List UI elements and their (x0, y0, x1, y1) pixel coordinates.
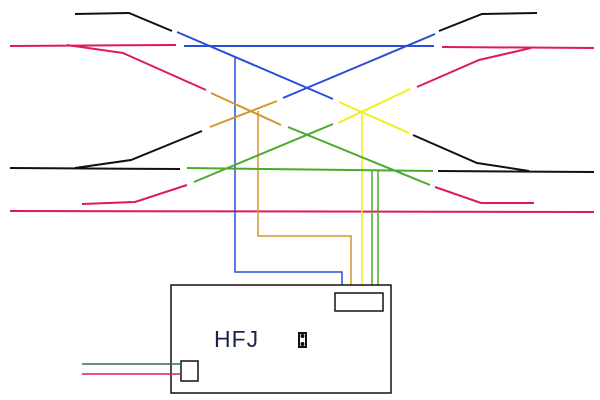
switch-icon (298, 332, 307, 348)
controller-box (170, 284, 392, 394)
track-top-pink-left (9, 44, 177, 47)
track-bottom-pink (9, 210, 595, 213)
yellow-section (337, 88, 411, 293)
track-mid-right (437, 170, 595, 173)
track-lower-pink-right (434, 186, 534, 204)
track-top-left (74, 11, 173, 32)
green-section (186, 123, 434, 293)
track-mid-right-branch (412, 134, 530, 172)
pink-tracks (9, 44, 595, 213)
orange-section (209, 92, 352, 293)
blue-wire (234, 57, 343, 293)
blue-section (176, 31, 436, 293)
power-connector (180, 360, 199, 382)
track-top-pink-right-branch (416, 47, 532, 88)
device-label: HFJ (214, 326, 260, 352)
track-top-right (438, 12, 538, 32)
black-tracks (9, 11, 595, 173)
track-mid-left-branch (74, 130, 203, 169)
track-mid-left (9, 167, 181, 170)
orange-wire (257, 111, 352, 293)
track-top-pink-right (441, 46, 595, 49)
track-lower-pink-left (81, 184, 188, 205)
track-top-pink-left-branch (66, 44, 207, 91)
terminal-block (334, 292, 384, 312)
